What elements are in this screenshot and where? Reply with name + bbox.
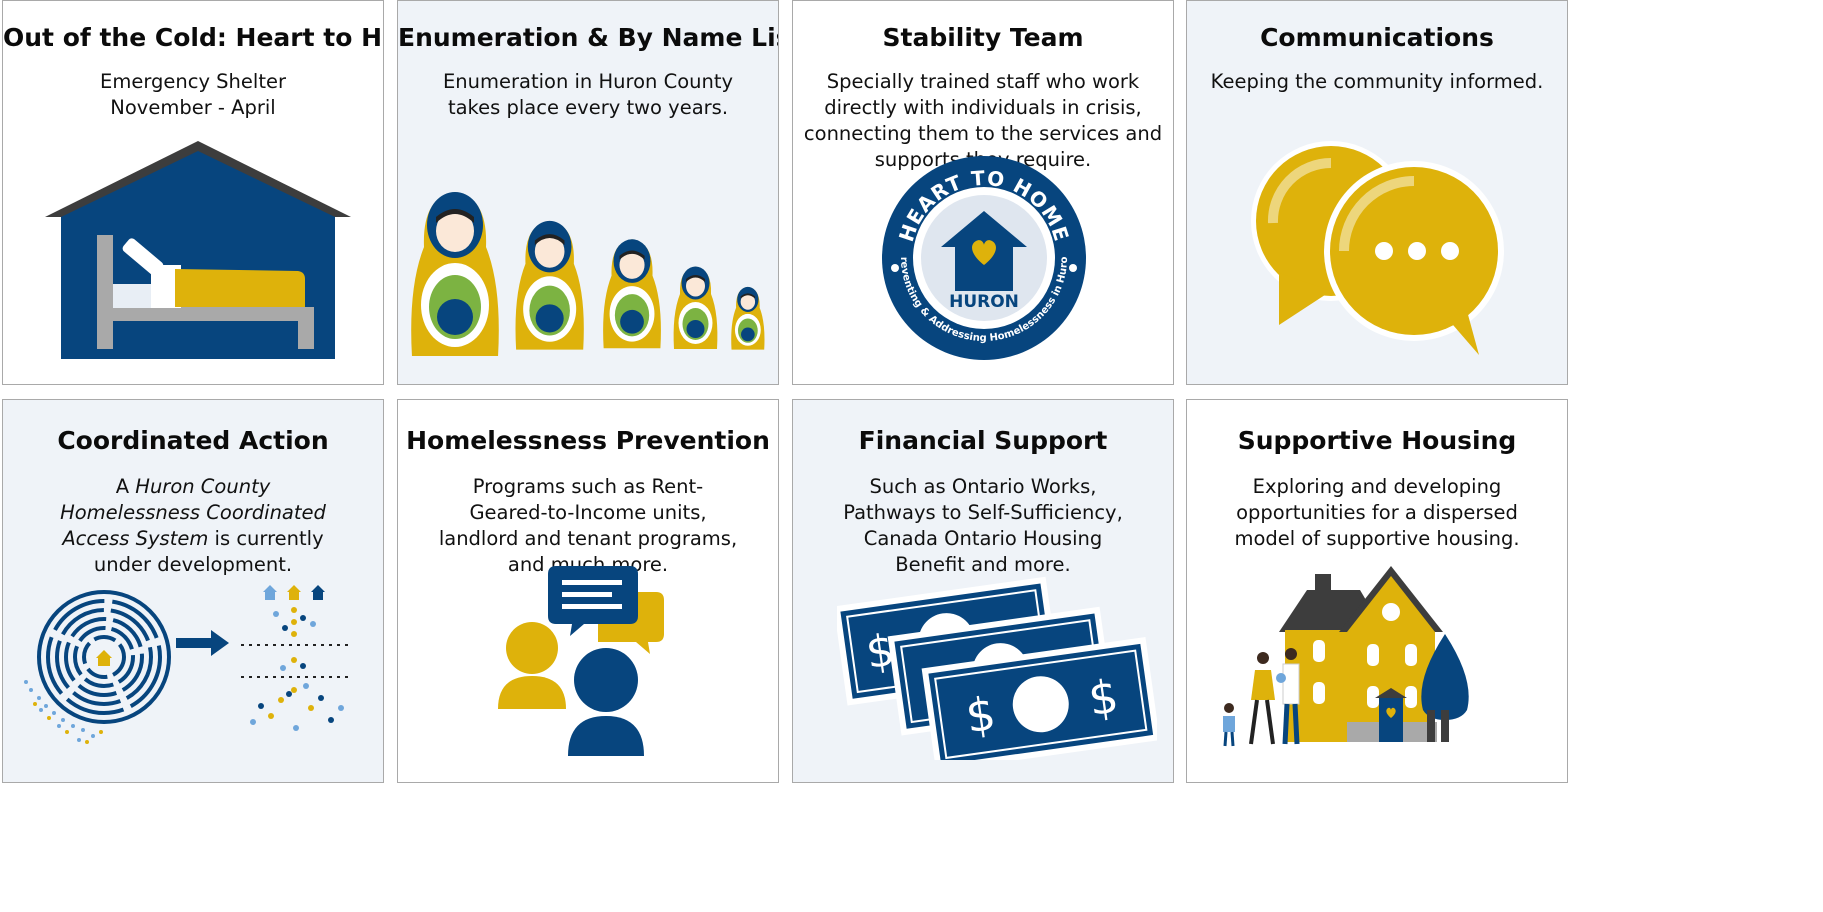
card-description: A Huron County Homelessness Coordinated … — [60, 475, 326, 576]
card-financial-support: Financial Support Such as Ontario Works,… — [792, 399, 1174, 783]
card-description: Exploring and developing opportunities f… — [1234, 475, 1520, 550]
speech-bubbles-icon — [1251, 141, 1504, 355]
card-description: Programs such as Rent-Geared-to-Income u… — [438, 475, 738, 576]
card-title: Homelessness Prevention — [406, 426, 770, 455]
card-homelessness-prevention: Homelessness Prevention Programs such as… — [397, 399, 779, 783]
card-supportive-housing: Supportive Housing Exploring and develop… — [1186, 399, 1568, 783]
card-enumeration: Enumeration & By Name List Enumeration i… — [397, 0, 779, 385]
heart-to-home-badge-icon: HEART TO HOME Preventing & Addressing Ho… — [881, 155, 1086, 360]
card-description: Such as Ontario Works, Pathways to Self-… — [843, 475, 1123, 576]
badge-center-text: HURON — [949, 292, 1019, 312]
people-conversation-icon — [498, 566, 664, 756]
shelter-bed-icon — [45, 141, 351, 359]
card-title: Enumeration & By Name List — [398, 23, 779, 52]
card-title: Out of the Cold: Heart to Home — [3, 23, 383, 52]
money-bills-icon: $ $ $ — [837, 576, 1157, 760]
card-title: Coordinated Action — [57, 426, 329, 455]
card-description: Keeping the community informed. — [1210, 70, 1544, 93]
card-description: Emergency Shelter November - April — [100, 70, 286, 119]
maze-to-homes-icon — [24, 585, 351, 744]
card-description: Enumeration in Huron County takes place … — [442, 70, 734, 119]
card-stability-team: Stability Team Specially trained staff w… — [792, 0, 1174, 385]
card-title: Stability Team — [882, 23, 1084, 52]
card-coordinated-action: Coordinated Action A Huron County Homele… — [2, 399, 384, 783]
card-title: Supportive Housing — [1237, 426, 1517, 455]
card-communications: Communications Keeping the community inf… — [1186, 0, 1568, 385]
card-title: Communications — [1260, 23, 1494, 52]
family-house-icon — [1223, 566, 1469, 747]
card-title: Financial Support — [858, 426, 1108, 455]
card-out-of-the-cold: Out of the Cold: Heart to Home Emergency… — [2, 0, 384, 385]
nesting-dolls-icon — [411, 192, 765, 356]
